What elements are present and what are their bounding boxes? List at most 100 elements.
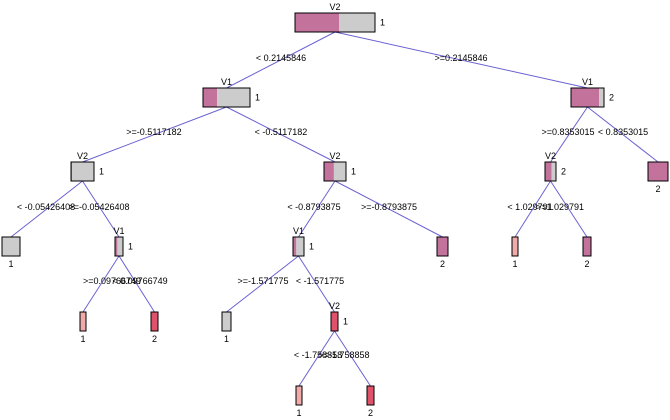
node-box-outline [221,311,232,332]
split-condition-label: < 0.2145846 [256,53,306,63]
node-box-outline [150,311,159,332]
predicted-class-label: 2 [609,93,614,103]
node-class-proportion [80,312,86,331]
predicted-class-label: 1 [296,408,301,418]
node-class-proportion [512,237,518,256]
node-class-proportion [571,88,600,107]
split-variable-label: V1 [293,226,304,236]
split-condition-label: >=0.2145846 [434,53,487,63]
predicted-class-label: 1 [380,18,385,28]
node-class-proportion [324,162,334,181]
predicted-class-label: 2 [368,408,373,418]
node-class-proportion [599,88,604,107]
tree-node: V21 [329,301,348,332]
tree-edge [226,255,299,313]
node-class-proportion [295,13,339,32]
split-condition-label: >=-1.758858 [318,350,369,360]
tree-node: 1 [221,311,232,344]
split-condition-label: < -1.758858 [294,350,342,360]
split-variable-label: V2 [329,2,340,12]
tree-node: V21 [70,151,104,182]
node-class-proportion [296,386,302,405]
predicted-class-label: 1 [309,242,314,252]
predicted-class-label: 1 [8,259,13,269]
predicted-class-label: 1 [224,334,229,344]
split-condition-label: < -0.05426408 [17,202,75,212]
node-class-proportion [296,237,304,256]
split-condition-label: < -0.8793875 [287,202,340,212]
node-class-proportion [339,13,375,32]
node-box-outline [114,236,124,257]
node-box-outline [292,236,305,257]
tree-edge [334,31,588,89]
node-class-proportion [203,88,218,107]
split-condition-label: >=-0.5117182 [126,127,181,137]
split-condition-label: < 0.09766749 [112,276,167,286]
node-class-proportion [331,312,338,331]
tree-edge [514,180,551,238]
node-box-outline [79,311,87,332]
split-variable-label: V1 [113,226,124,236]
node-box-outline [511,236,519,257]
tree-edge [298,255,335,313]
split-condition-label: < 1.029791 [507,202,552,212]
node-class-proportion [2,237,20,256]
tree-edge [334,180,443,238]
tree-edge [298,330,335,387]
node-box-outline [436,236,449,257]
tree-node: 2 [582,236,592,269]
node-class-proportion [71,162,73,181]
predicted-class-label: 1 [99,167,104,177]
node-class-proportion [545,162,552,181]
node-box-outline [366,385,375,406]
node-box-outline [70,161,95,182]
split-condition-label: >=0.09766749 [83,276,141,286]
tree-node: 2 [366,385,375,418]
tree-node: 1 [79,311,87,344]
split-condition-label: < 0.8353015 [598,127,648,137]
split-condition-label: >=1.029791 [536,202,584,212]
node-class-proportion [151,312,158,331]
tree-node: 2 [647,161,669,194]
node-class-proportion [115,237,118,256]
edge-labels-group: < 0.2145846 >=0.2145846 >=-0.5117182 < -0.5… [17,53,648,360]
split-variable-label: V1 [221,77,232,87]
tree-edge [298,180,336,238]
node-class-proportion [222,312,231,331]
split-condition-label: < -1.571775 [296,276,344,286]
edges-group [10,31,659,387]
node-class-proportion [72,162,94,181]
node-box-outline [330,311,339,332]
split-variable-label: V2 [545,151,556,161]
node-box-outline [582,236,592,257]
split-variable-label: V2 [329,151,340,161]
tree-edge [550,180,588,238]
tree-edge [10,180,83,238]
node-box-outline [295,385,303,406]
split-condition-label: >=-0.8793875 [361,202,417,212]
tree-node: 2 [150,311,159,344]
predicted-class-label: 2 [584,259,589,269]
node-class-proportion [293,237,297,256]
predicted-class-label: 1 [80,334,85,344]
split-variable-label: V2 [329,301,340,311]
tree-edge [82,106,227,163]
node-class-proportion [217,88,250,107]
tree-node: 1 [295,385,303,418]
predicted-class-label: 1 [351,167,356,177]
node-class-proportion [551,162,556,181]
node-box-outline [544,161,557,182]
tree-node: 1 [511,236,519,269]
node-box-outline [323,161,347,182]
predicted-class-label: 2 [655,184,660,194]
split-condition-label: < -0.5117182 [255,127,308,137]
tree-edge [226,106,336,163]
predicted-class-label: 2 [440,259,445,269]
node-class-proportion [333,162,346,181]
tree-node: V11 [202,77,260,108]
tree-node: 2 [436,236,449,269]
predicted-class-label: 2 [152,334,157,344]
tree-node: V2 1 [323,151,356,182]
node-class-proportion [367,386,374,405]
